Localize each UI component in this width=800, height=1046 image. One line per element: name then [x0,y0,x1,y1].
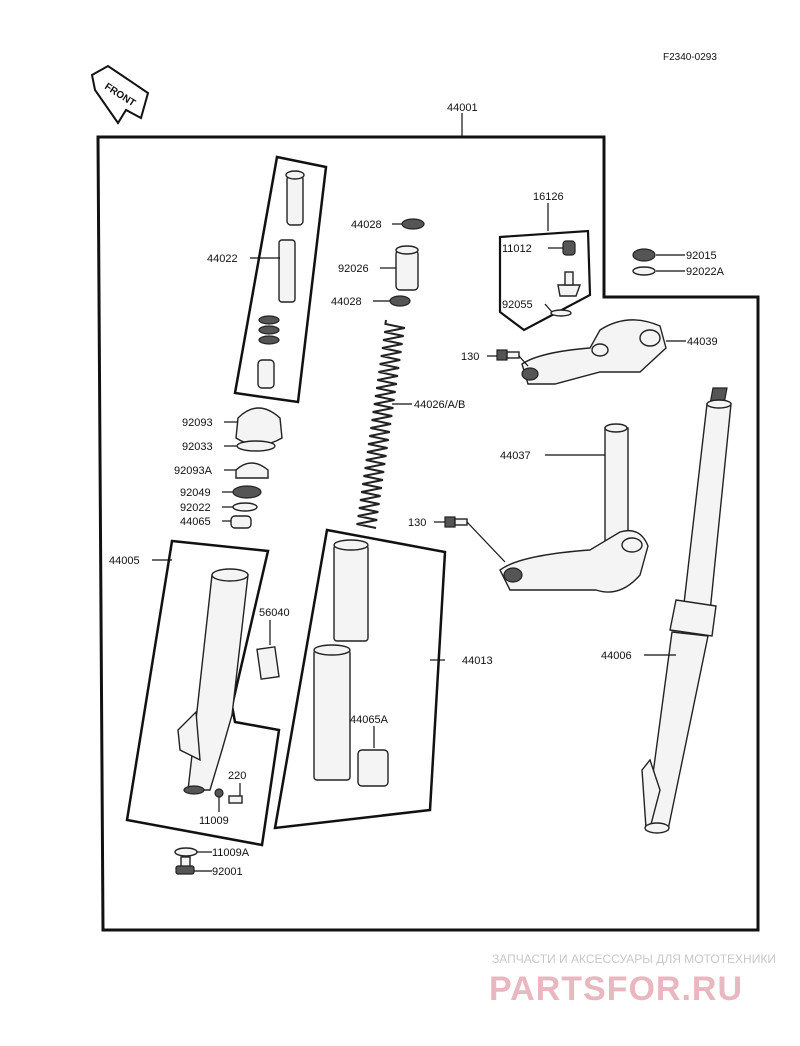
front-arrow-icon: FRONT [90,64,150,125]
label-44006: 44006 [601,650,632,662]
label-56040: 56040 [259,607,290,619]
stem-44037: 44037 [499,423,649,593]
part-44065: 44065 [180,515,252,529]
label-92049: 92049 [180,487,211,499]
part-92015: 92015 [632,248,717,262]
label-44013: 44013 [462,655,493,667]
part-92093: 92093 [182,407,283,446]
label-44037: 44037 [500,450,531,462]
label-16126: 16126 [533,191,564,203]
subassembly-16126: 16126 11012 92055 [498,191,592,332]
watermark-tagline: ЗАПЧАСТИ И АКСЕССУАРЫ ДЛЯ МОТОТЕХНИКИ [492,952,776,966]
spring-44026: 44026/A/B [356,319,465,529]
bolt-130-lower: 130 [408,516,506,563]
label-11009A: 11009A [212,847,250,859]
label-44039: 44039 [687,336,718,348]
label-130-upper: 130 [461,351,479,363]
label-11009: 11009 [199,815,229,827]
upper-bracket-44039: 44039 [521,319,718,385]
part-44028-top: 44028 [351,218,425,231]
subassembly-44022: 44022 [207,155,328,404]
bolt-130-upper: 130 [461,349,529,367]
subassembly-44005: 44005 56040 220 11009 [109,539,290,847]
label-44028-bottom: 44028 [331,296,362,308]
part-92093A: 92093A [174,462,269,479]
label-220: 220 [228,770,246,782]
part-92033: 92033 [182,440,276,453]
label-44028-top: 44028 [351,219,382,231]
label-44065A: 44065A [350,714,389,726]
watermark: ЗАПЧАСТИ И АКСЕССУАРЫ ДЛЯ МОТОТЕХНИКИ PA… [489,952,776,1008]
label-44001: 44001 [447,102,478,114]
part-92026: 92026 [338,245,419,291]
label-44022: 44022 [207,253,238,265]
label-92033: 92033 [182,441,213,453]
part-92001: 92001 [175,856,243,878]
part-44028-bottom: 44028 [331,295,411,308]
fork-assembly-44006: 44006 [601,387,732,834]
part-92022A: 92022A [632,266,725,278]
label-92022A: 92022A [686,266,725,278]
label-92022: 92022 [180,502,211,514]
label-92055: 92055 [502,299,533,311]
label-92093A: 92093A [174,465,213,477]
label-130-lower: 130 [408,517,426,529]
label-92001: 92001 [212,866,243,878]
label-44065: 44065 [180,516,211,528]
subassembly-44013: 44013 44065A [273,528,493,830]
part-11009A: 11009A [174,847,250,859]
part-92049: 92049 [180,485,262,499]
label-92026: 92026 [338,263,369,275]
label-44026: 44026/A/B [414,399,465,411]
label-92015: 92015 [686,250,717,262]
label-92093: 92093 [182,417,213,429]
assembly-frame-44001: 44001 [96,102,760,932]
label-11012: 11012 [502,243,532,255]
label-44005: 44005 [109,555,140,567]
diagram-code: F2340-0293 [663,52,717,63]
watermark-logo: PARTSFOR.RU [489,970,743,1008]
part-92022: 92022 [180,502,258,514]
